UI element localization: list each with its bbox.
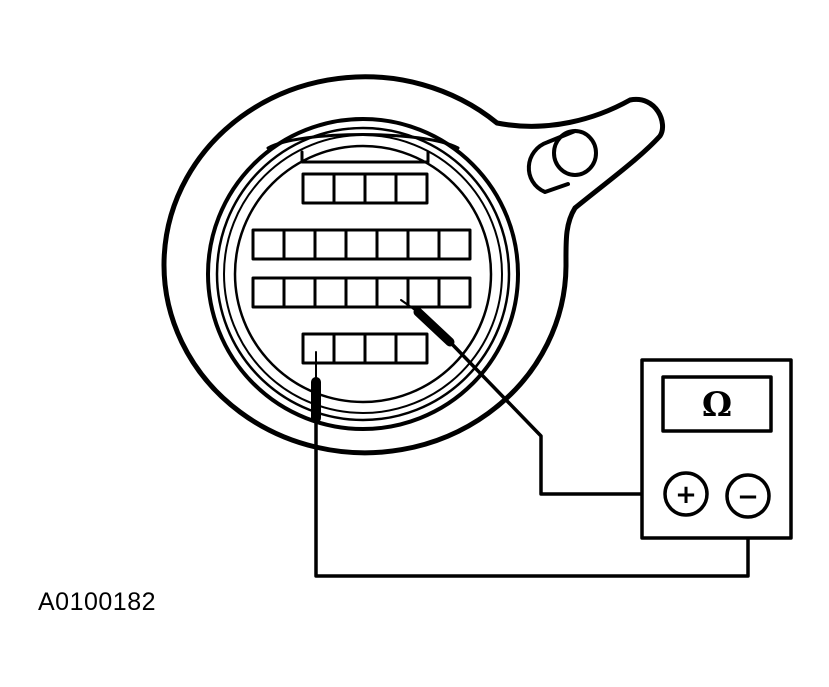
terminal-row-4 <box>301 332 429 365</box>
terminal-row-2 <box>251 228 472 261</box>
terminal-row-3 <box>251 276 472 309</box>
connector-housing <box>161 74 666 456</box>
negative-lead-wire <box>314 416 750 578</box>
terminal-row-1 <box>301 172 429 205</box>
figure-reference-code: A0100182 <box>38 588 157 616</box>
meter-display <box>661 375 773 433</box>
positive-lead-wire <box>448 340 666 496</box>
lock-tab[interactable] <box>526 129 598 194</box>
ohmmeter <box>640 358 793 540</box>
positive-terminal-label: + <box>675 480 697 510</box>
negative-terminal[interactable] <box>725 473 771 519</box>
negative-terminal-label: − <box>737 482 759 512</box>
positive-probe <box>400 299 666 496</box>
connector-face-rings <box>206 117 520 431</box>
positive-terminal[interactable] <box>663 471 709 517</box>
terminal-rows <box>251 172 472 365</box>
negative-probe <box>311 351 750 578</box>
ohm-symbol: Ω <box>702 385 732 425</box>
